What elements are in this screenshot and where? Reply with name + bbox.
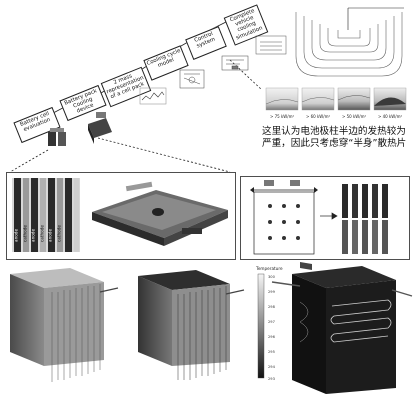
heatmap-label-4: > 40 kW/m²	[378, 114, 403, 119]
battery-model-full-fins	[138, 270, 245, 380]
temp-tick-8: 293	[268, 377, 275, 381]
heatmap-tile-2	[301, 87, 335, 111]
temp-tick-1: 300	[268, 275, 276, 279]
heatmap-tiles: > 75 kW/m² > 60 kW/m² > 50 kW/m² > 40 kW…	[265, 87, 407, 119]
zoom-line-3	[229, 59, 263, 91]
cooling-plate-diagram	[250, 180, 318, 255]
stack-label-6: cathode	[57, 225, 62, 242]
process-thumbnails	[48, 35, 287, 146]
fin-stack	[342, 184, 388, 254]
temp-tick-6: 295	[268, 350, 275, 354]
flow-contour-diagram	[295, 7, 404, 77]
cell-pack-panel: anode cathode anode cathode anode cathod…	[6, 172, 236, 260]
stack-label-5: anode	[48, 229, 53, 242]
annotation-text: 这里认为电池极柱半边的发热较为严重，因此只考虑穿“半身”散热片	[262, 126, 407, 150]
temp-tick-2: 299	[268, 290, 276, 294]
stack-label-3: anode	[31, 229, 36, 242]
temp-tick-7: 294	[268, 365, 276, 369]
heatmap-tile-3	[337, 87, 371, 111]
battery-model-half-fins	[10, 268, 119, 382]
control-system-thumbnail	[221, 55, 249, 71]
vehicle-sim-thumbnail	[255, 35, 287, 55]
stack-label-2: cathode	[23, 225, 28, 242]
heatmap-tile-1	[265, 87, 299, 111]
battery-3d-models: Temperature 300 299 298 297 296 295 294 …	[10, 262, 413, 394]
cell-stack-exploded: anode cathode anode cathode anode cathod…	[12, 178, 80, 252]
temp-tick-3: 298	[268, 305, 276, 309]
battery-pack-3d	[92, 181, 228, 246]
stack-label-1: anode	[14, 229, 19, 242]
battery-cells-thumbnail	[48, 128, 66, 146]
representation-graph-thumbnail	[139, 87, 167, 105]
zoom-line-1	[9, 149, 49, 173]
heatmap-label-3: > 50 kW/m²	[342, 114, 367, 119]
cooling-cycle-thumbnail	[179, 69, 205, 89]
heatmap-tile-4	[373, 87, 407, 111]
cooling-plate-panel	[240, 176, 410, 260]
fin-arrow	[320, 212, 338, 220]
zoom-line-2	[97, 137, 231, 173]
stack-label-4: cathode	[40, 225, 45, 242]
temperature-scale: Temperature 300 299 298 297 296 295 294 …	[255, 266, 283, 381]
temperature-scale-title: Temperature	[255, 266, 283, 271]
temp-tick-5: 296	[268, 335, 276, 339]
heatmap-label-1: > 75 kW/m²	[270, 114, 295, 119]
battery-model-thermal-sim	[271, 262, 413, 394]
battery-pack-thumbnail	[88, 112, 112, 144]
temp-tick-4: 297	[268, 320, 275, 324]
heatmap-label-2: > 60 kW/m²	[306, 114, 331, 119]
